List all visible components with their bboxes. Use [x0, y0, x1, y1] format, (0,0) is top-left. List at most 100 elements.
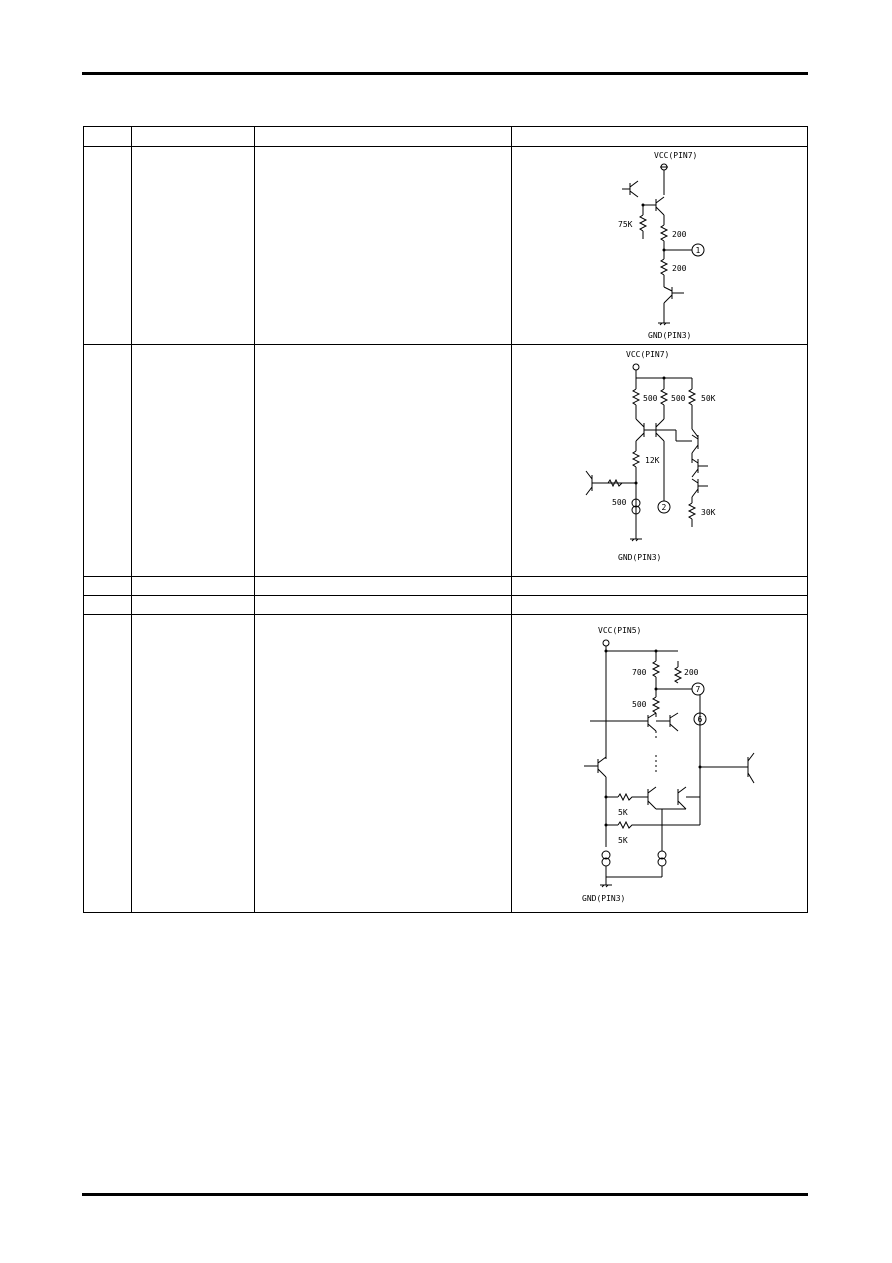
- pin-node-icon: 7: [691, 682, 705, 696]
- current-source-icon: [631, 498, 641, 515]
- resistor-icon: [617, 792, 636, 802]
- transistor-icon: [669, 712, 679, 732]
- resistor-label: 700: [632, 668, 647, 677]
- pin-node-icon: 6: [693, 712, 707, 726]
- node-label: 6: [698, 715, 703, 724]
- description-cell: [254, 595, 512, 615]
- transistor-icon: [691, 458, 708, 478]
- resistor-icon: [631, 450, 641, 468]
- footer-rule: [82, 1193, 808, 1196]
- resistor-icon: [651, 660, 661, 678]
- circuit-cell: [511, 576, 808, 596]
- resistor-label: 200: [672, 264, 687, 273]
- circuit-cell: VCC(PIN7): [511, 146, 808, 345]
- resistor-label: 500: [612, 498, 627, 507]
- table-row: VCC(PIN7) 500 500 50K: [83, 344, 808, 577]
- resistor-label: 75K: [618, 220, 633, 229]
- ground-icon: [630, 538, 642, 542]
- vcc-terminal-icon: [660, 163, 668, 171]
- resistor-label: 12K: [645, 456, 660, 465]
- transistor-icon: [663, 286, 684, 304]
- transistor-icon: [677, 786, 687, 810]
- transistor-icon: [647, 786, 657, 810]
- table-row: VCC(PIN7): [83, 146, 808, 345]
- pin-cell: [83, 146, 132, 345]
- equivalent-circuit-2: VCC(PIN7) 500 500 50K: [585, 350, 716, 562]
- ground-icon: [600, 884, 612, 888]
- resistor-label: 5K: [618, 836, 628, 845]
- pin-node-icon: 1: [691, 243, 705, 257]
- resistor-icon: [617, 820, 636, 830]
- resistor-icon: [607, 478, 626, 488]
- vcc-label: VCC(PIN7): [654, 151, 697, 160]
- equivalent-circuit-5: VCC(PIN5) 700 200 7: [582, 626, 755, 903]
- gnd-label: GND(PIN3): [648, 331, 691, 340]
- resistor-icon: [659, 224, 669, 242]
- description-cell: [254, 576, 512, 596]
- table-row: [83, 576, 808, 596]
- vcc-label: VCC(PIN7): [626, 350, 669, 359]
- header-pin: [83, 126, 132, 147]
- gnd-label: GND(PIN3): [582, 894, 625, 903]
- name-cell: [131, 576, 255, 596]
- description-cell: [254, 146, 512, 345]
- resistor-label: 200: [672, 230, 687, 239]
- transistor-icon: [647, 712, 657, 732]
- resistor-icon: [659, 258, 669, 276]
- transistor-icon: [622, 180, 639, 198]
- vcc-terminal-icon: [632, 363, 640, 371]
- node-label: 1: [696, 246, 701, 255]
- ground-icon: [658, 322, 670, 326]
- transistor-icon: [691, 478, 708, 498]
- resistor-icon: [631, 388, 641, 406]
- gnd-label: GND(PIN3): [618, 553, 661, 562]
- table-row: VCC(PIN5) 700 200 7: [83, 614, 808, 913]
- vcc-label: VCC(PIN5): [598, 626, 641, 635]
- pin-cell: [83, 576, 132, 596]
- header-circuit: [511, 126, 808, 147]
- circuit-cell: [511, 595, 808, 615]
- pin-cell: [83, 614, 132, 913]
- name-cell: [131, 344, 255, 577]
- description-cell: [254, 344, 512, 577]
- pin-cell: [83, 344, 132, 577]
- header-rule: [82, 72, 808, 75]
- description-cell: [254, 614, 512, 913]
- table-header-row: [83, 126, 808, 147]
- current-source-icon: [657, 850, 667, 867]
- node-label: 7: [696, 685, 701, 694]
- transistor-icon: [635, 418, 645, 442]
- resistor-icon: [687, 502, 697, 520]
- resistor-label: 500: [643, 394, 658, 403]
- transistor-icon: [740, 752, 755, 784]
- name-cell: [131, 146, 255, 345]
- resistor-label: 500: [671, 394, 686, 403]
- vcc-terminal-icon: [602, 639, 610, 647]
- table-row: [83, 595, 808, 615]
- pin-cell: [83, 595, 132, 615]
- resistor-icon: [651, 696, 661, 714]
- resistor-icon: [673, 666, 683, 684]
- transistor-icon: [585, 470, 608, 496]
- transistor-icon: [691, 434, 699, 454]
- resistor-label: 500: [632, 700, 647, 709]
- resistor-icon: [687, 388, 697, 406]
- header-description: [254, 126, 512, 147]
- circuit-cell: VCC(PIN7) 500 500 50K: [511, 344, 808, 577]
- resistor-label: 5K: [618, 808, 628, 817]
- header-name: [131, 126, 255, 147]
- name-cell: [131, 595, 255, 615]
- name-cell: [131, 614, 255, 913]
- equivalent-circuit-1: VCC(PIN7): [618, 151, 705, 340]
- resistor-label: 50K: [701, 394, 716, 403]
- circuit-cell: VCC(PIN5) 700 200 7: [511, 614, 808, 913]
- node-label: 2: [662, 503, 667, 512]
- transistor-icon: [644, 196, 665, 216]
- resistor-label: 200: [684, 668, 699, 677]
- resistor-label: 30K: [701, 508, 716, 517]
- pin-description-table: VCC(PIN7): [83, 126, 808, 913]
- resistor-icon: [638, 214, 648, 232]
- transistor-icon: [584, 756, 607, 778]
- resistor-icon: [659, 388, 669, 406]
- current-source-icon: [601, 850, 611, 867]
